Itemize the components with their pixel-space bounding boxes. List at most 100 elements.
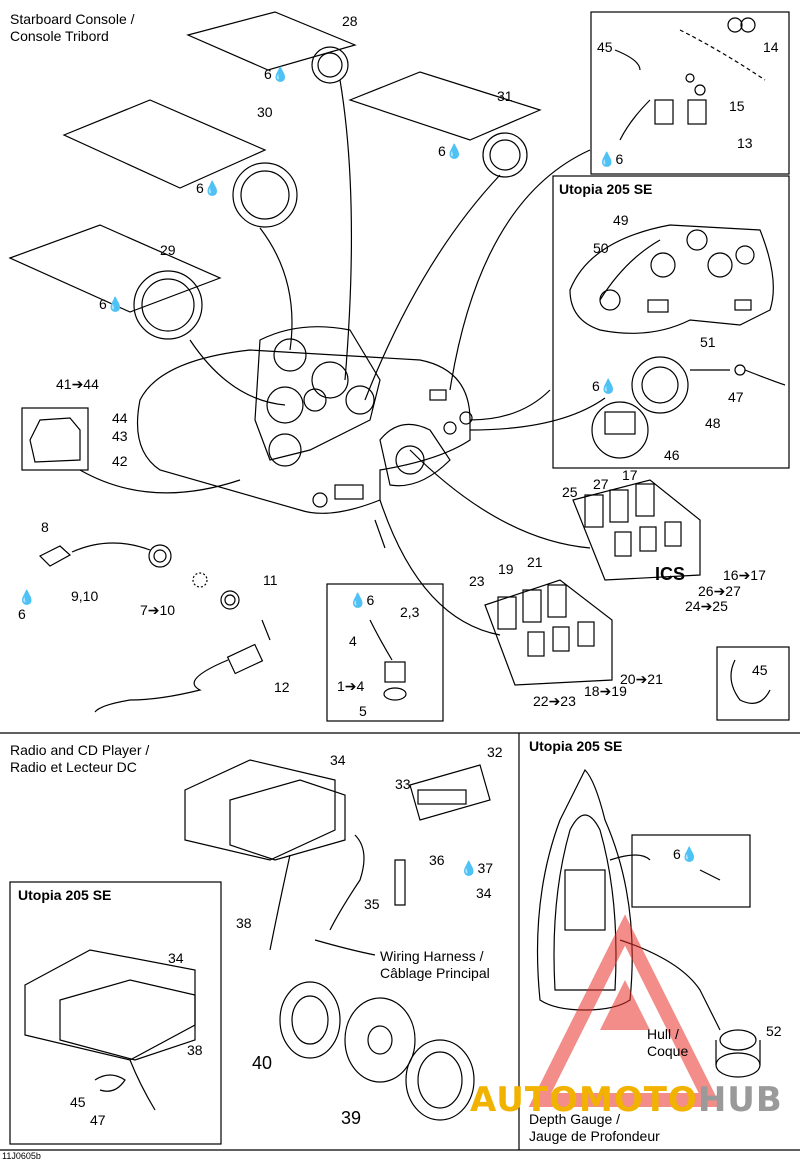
callout-27: 27 <box>593 476 609 492</box>
callout-6-label: 6 <box>366 592 375 608</box>
callout-7-10: 7➔10 <box>140 602 176 618</box>
ics-label: ICS <box>655 564 686 584</box>
callout-49: 49 <box>613 212 629 228</box>
oil-drop-icon: 💧 <box>445 143 464 159</box>
callout-36: 36 <box>429 852 445 868</box>
callout-37-label: 37 <box>477 860 494 876</box>
callout-34: 34 <box>476 885 492 901</box>
callout-23: 23 <box>469 573 485 589</box>
callout-50: 50 <box>593 240 609 256</box>
callout-47: 47 <box>90 1112 106 1128</box>
section-title-utopia-depth: Utopia 205 SE <box>529 738 623 754</box>
note-depth-gauge: Depth Gauge / Jauge de Profondeur <box>529 1111 660 1144</box>
callout-6: 💧6 <box>598 151 623 168</box>
oil-drop-icon: 💧 <box>349 592 367 608</box>
callout-38: 38 <box>187 1042 203 1058</box>
note-hull: Hull / Coque <box>647 1026 689 1059</box>
callout-41-44: 41➔44 <box>56 376 99 392</box>
oil-drop-icon: 💧 <box>203 180 222 196</box>
callout-40: 40 <box>252 1053 273 1073</box>
callout-6: 6💧 <box>264 66 289 83</box>
callout-6-label: 6 <box>196 180 204 196</box>
callout-48: 48 <box>705 415 721 431</box>
callout-20-21: 20➔21 <box>620 671 663 687</box>
callout-6: 💧6 <box>349 592 374 609</box>
callout-12: 12 <box>274 679 290 695</box>
callout-28: 28 <box>342 13 358 29</box>
oil-drop-icon: 💧 <box>598 151 616 167</box>
callout-42: 42 <box>112 453 128 469</box>
callout-45: 45 <box>752 662 768 678</box>
callout-6: 6💧 <box>438 143 463 160</box>
watermark-auto: AUTO <box>470 1080 579 1120</box>
callout-6-label: 6 <box>99 296 107 312</box>
callout-33: 33 <box>395 776 411 792</box>
oil-drop-icon: 💧 <box>460 860 478 876</box>
callout-5: 5 <box>359 703 367 719</box>
callout-6-label: 6 <box>592 378 600 394</box>
callout-34: 34 <box>330 752 346 768</box>
callout-31: 31 <box>497 88 513 104</box>
callout-6-label: 6 <box>673 846 681 862</box>
callout-34: 34 <box>168 950 184 966</box>
section-title-radio-cd: Radio and CD Player / Radio et Lecteur D… <box>10 742 150 775</box>
callout-46: 46 <box>664 447 680 463</box>
callout-14: 14 <box>763 39 779 55</box>
watermark-moto: MOTO <box>578 1080 698 1120</box>
figure-code: 11J0605b <box>2 1151 41 1161</box>
section-title-starboard-console: Starboard Console / Console Tribord <box>10 11 135 44</box>
callout-6: 6💧 <box>592 378 617 395</box>
callout-26-27: 26➔27 <box>698 583 741 599</box>
callout-38: 38 <box>236 915 252 931</box>
callout-29: 29 <box>160 242 176 258</box>
note-wiring-harness: Wiring Harness / Câblage Principal <box>380 948 490 981</box>
oil-drop-icon: 💧 <box>599 378 618 394</box>
section-title-utopia-panel: Utopia 205 SE <box>559 181 653 197</box>
callout-52: 52 <box>766 1023 782 1039</box>
watermark-text: AUTOMOTOHUB <box>470 1080 783 1120</box>
oil-drop-icon: 💧 <box>680 846 699 862</box>
callout-11: 11 <box>263 572 278 588</box>
callout-1-4: 1➔4 <box>337 678 365 694</box>
utopia-top-box <box>590 11 790 175</box>
callout-44: 44 <box>112 410 128 426</box>
callout-15: 15 <box>729 98 745 114</box>
callout-6-label: 6 <box>438 143 446 159</box>
callout-6: 💧6 <box>18 589 35 622</box>
tie-wrap-box <box>716 646 790 721</box>
callout-24-25: 24➔25 <box>685 598 728 614</box>
callout-51: 51 <box>700 334 716 350</box>
callout-6-label: 6 <box>615 151 624 167</box>
callout-47: 47 <box>728 389 744 405</box>
callout-9-10: 9,10 <box>71 588 99 604</box>
callout-32: 32 <box>487 744 503 760</box>
callout-45: 45 <box>70 1094 86 1110</box>
callout-13: 13 <box>737 135 753 151</box>
callout-18-19: 18➔19 <box>584 683 627 699</box>
oil-drop-icon: 💧 <box>106 296 125 312</box>
oil-drop-icon: 💧 <box>18 589 36 605</box>
section-title-utopia-radio: Utopia 205 SE <box>18 887 112 903</box>
callout-16-17: 16➔17 <box>723 567 766 583</box>
callout-43: 43 <box>112 428 128 444</box>
key-switch-box <box>326 583 444 722</box>
callout-21: 21 <box>527 554 543 570</box>
callout-6-label: 6 <box>18 606 26 622</box>
callout-35: 35 <box>364 896 380 912</box>
utopia-panel-box <box>552 175 790 469</box>
callout-4: 4 <box>349 633 357 649</box>
watermark-logo <box>528 914 722 1107</box>
callout-19: 19 <box>498 561 514 577</box>
callout-6: 6💧 <box>196 180 221 197</box>
callout-6: 6💧 <box>673 846 698 863</box>
callout-17: 17 <box>622 467 638 483</box>
callout-39: 39 <box>341 1108 362 1128</box>
callout-37: 💧37 <box>460 860 493 877</box>
callout-22-23: 22➔23 <box>533 693 576 709</box>
watermark-hub: HUB <box>697 1080 783 1120</box>
callout-30: 30 <box>257 104 273 120</box>
callout-6: 6💧 <box>99 296 124 313</box>
callout-45: 45 <box>597 39 613 55</box>
callout-6-label: 6 <box>264 66 272 82</box>
